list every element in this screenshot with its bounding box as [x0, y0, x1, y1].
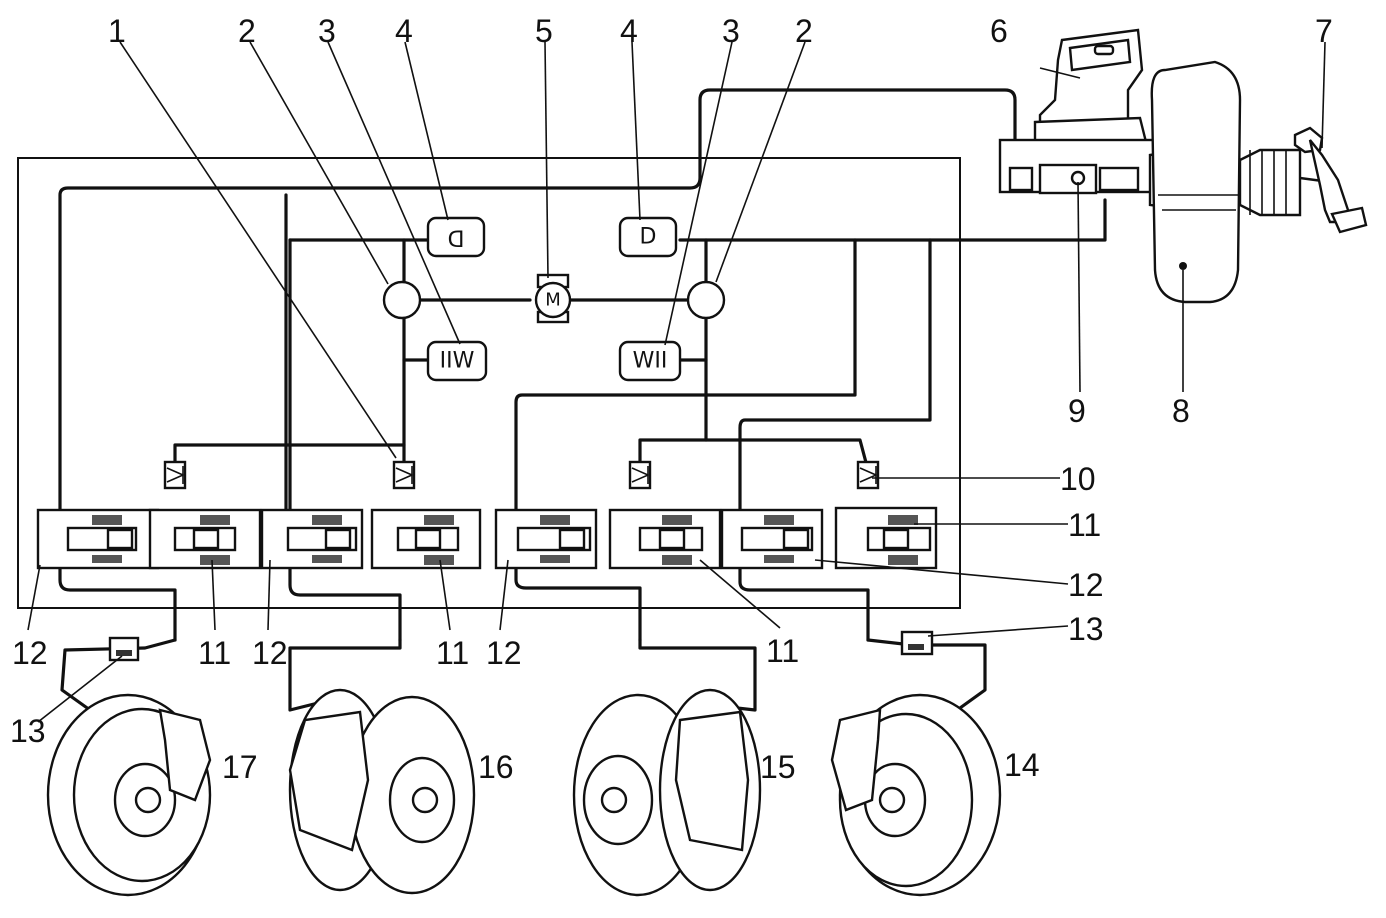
- damper-right: D: [618, 216, 678, 258]
- accumulator-left: IIW: [426, 340, 488, 382]
- brake-lines: [58, 88, 1107, 712]
- callout-1: 1: [108, 13, 126, 49]
- pump-motor: M: [534, 273, 572, 324]
- damper-right-label: D: [640, 225, 657, 250]
- accumulator-left-label: IIW: [440, 349, 475, 374]
- callout-2-right: 2: [795, 13, 813, 49]
- callout-6: 6: [990, 13, 1008, 49]
- wheel-brake-16: [288, 688, 476, 895]
- solenoid-valve-2: [148, 508, 262, 570]
- callout-13-right: 13: [1068, 611, 1104, 647]
- callout-11-right: 11: [1068, 507, 1101, 543]
- check-valve-4: [856, 460, 880, 490]
- callout-12-a: 12: [12, 635, 48, 671]
- wheel-brake-15: [572, 688, 762, 897]
- accumulator-right-label: WII: [633, 349, 668, 374]
- callout-3-right: 3: [722, 13, 740, 49]
- callout-10: 10: [1060, 461, 1096, 497]
- solenoid-valve-5: [494, 508, 598, 570]
- brake-pedal: [1293, 126, 1368, 234]
- solenoid-valve-3: [260, 508, 364, 570]
- solenoid-valve-4: [370, 508, 482, 570]
- callout-12-b: 12: [252, 635, 288, 671]
- callout-2-left: 2: [238, 13, 256, 49]
- motor-label: M: [545, 290, 561, 311]
- check-valves: [163, 460, 880, 490]
- damper-left-label: D: [448, 225, 465, 250]
- callout-15: 15: [760, 749, 796, 785]
- check-valve-1: [163, 460, 187, 490]
- check-valve-2: [392, 460, 416, 490]
- pump-right: [686, 280, 726, 320]
- master-cylinder-assembly: [998, 28, 1192, 212]
- callout-16: 16: [478, 749, 514, 785]
- solenoid-valves: [36, 506, 938, 570]
- callout-11-c: 11: [766, 633, 799, 669]
- callout-3-left: 3: [318, 13, 336, 49]
- callout-11-b: 11: [436, 635, 469, 671]
- callout-9: 9: [1068, 393, 1086, 429]
- solenoid-valve-8: [834, 506, 938, 570]
- callout-5: 5: [535, 13, 553, 49]
- hydraulic-unit-housing: [17, 157, 961, 609]
- callout-12-c: 12: [486, 635, 522, 671]
- callout-17: 17: [222, 749, 258, 785]
- callout-7: 7: [1315, 13, 1333, 49]
- callout-numbers: 1 2 3 4 5 4 3 2 6 7 9 8 10 11 12 13 12 1…: [10, 13, 1333, 785]
- tee-fitting-right: [900, 630, 934, 656]
- callout-4-right: 4: [620, 13, 638, 49]
- accumulator-right: WII: [618, 340, 682, 382]
- callout-4-left: 4: [395, 13, 413, 49]
- pump-left: [382, 280, 422, 320]
- tee-fitting-left: [108, 636, 140, 662]
- leader-lines: [27, 41, 1326, 723]
- solenoid-valve-1: [36, 508, 160, 570]
- callout-14: 14: [1004, 747, 1040, 783]
- wheel-brake-14: [830, 693, 1002, 897]
- check-valve-3: [628, 460, 652, 490]
- callout-11-a: 11: [198, 635, 231, 671]
- callout-8: 8: [1172, 393, 1190, 429]
- solenoid-valve-7: [720, 508, 824, 570]
- callout-13-left: 13: [10, 713, 46, 749]
- brake-booster: [1150, 60, 1302, 304]
- damper-left: D: [426, 216, 486, 258]
- solenoid-valve-6: [608, 508, 722, 570]
- callout-12-right: 12: [1068, 567, 1104, 603]
- wheel-brake-17: [46, 693, 212, 897]
